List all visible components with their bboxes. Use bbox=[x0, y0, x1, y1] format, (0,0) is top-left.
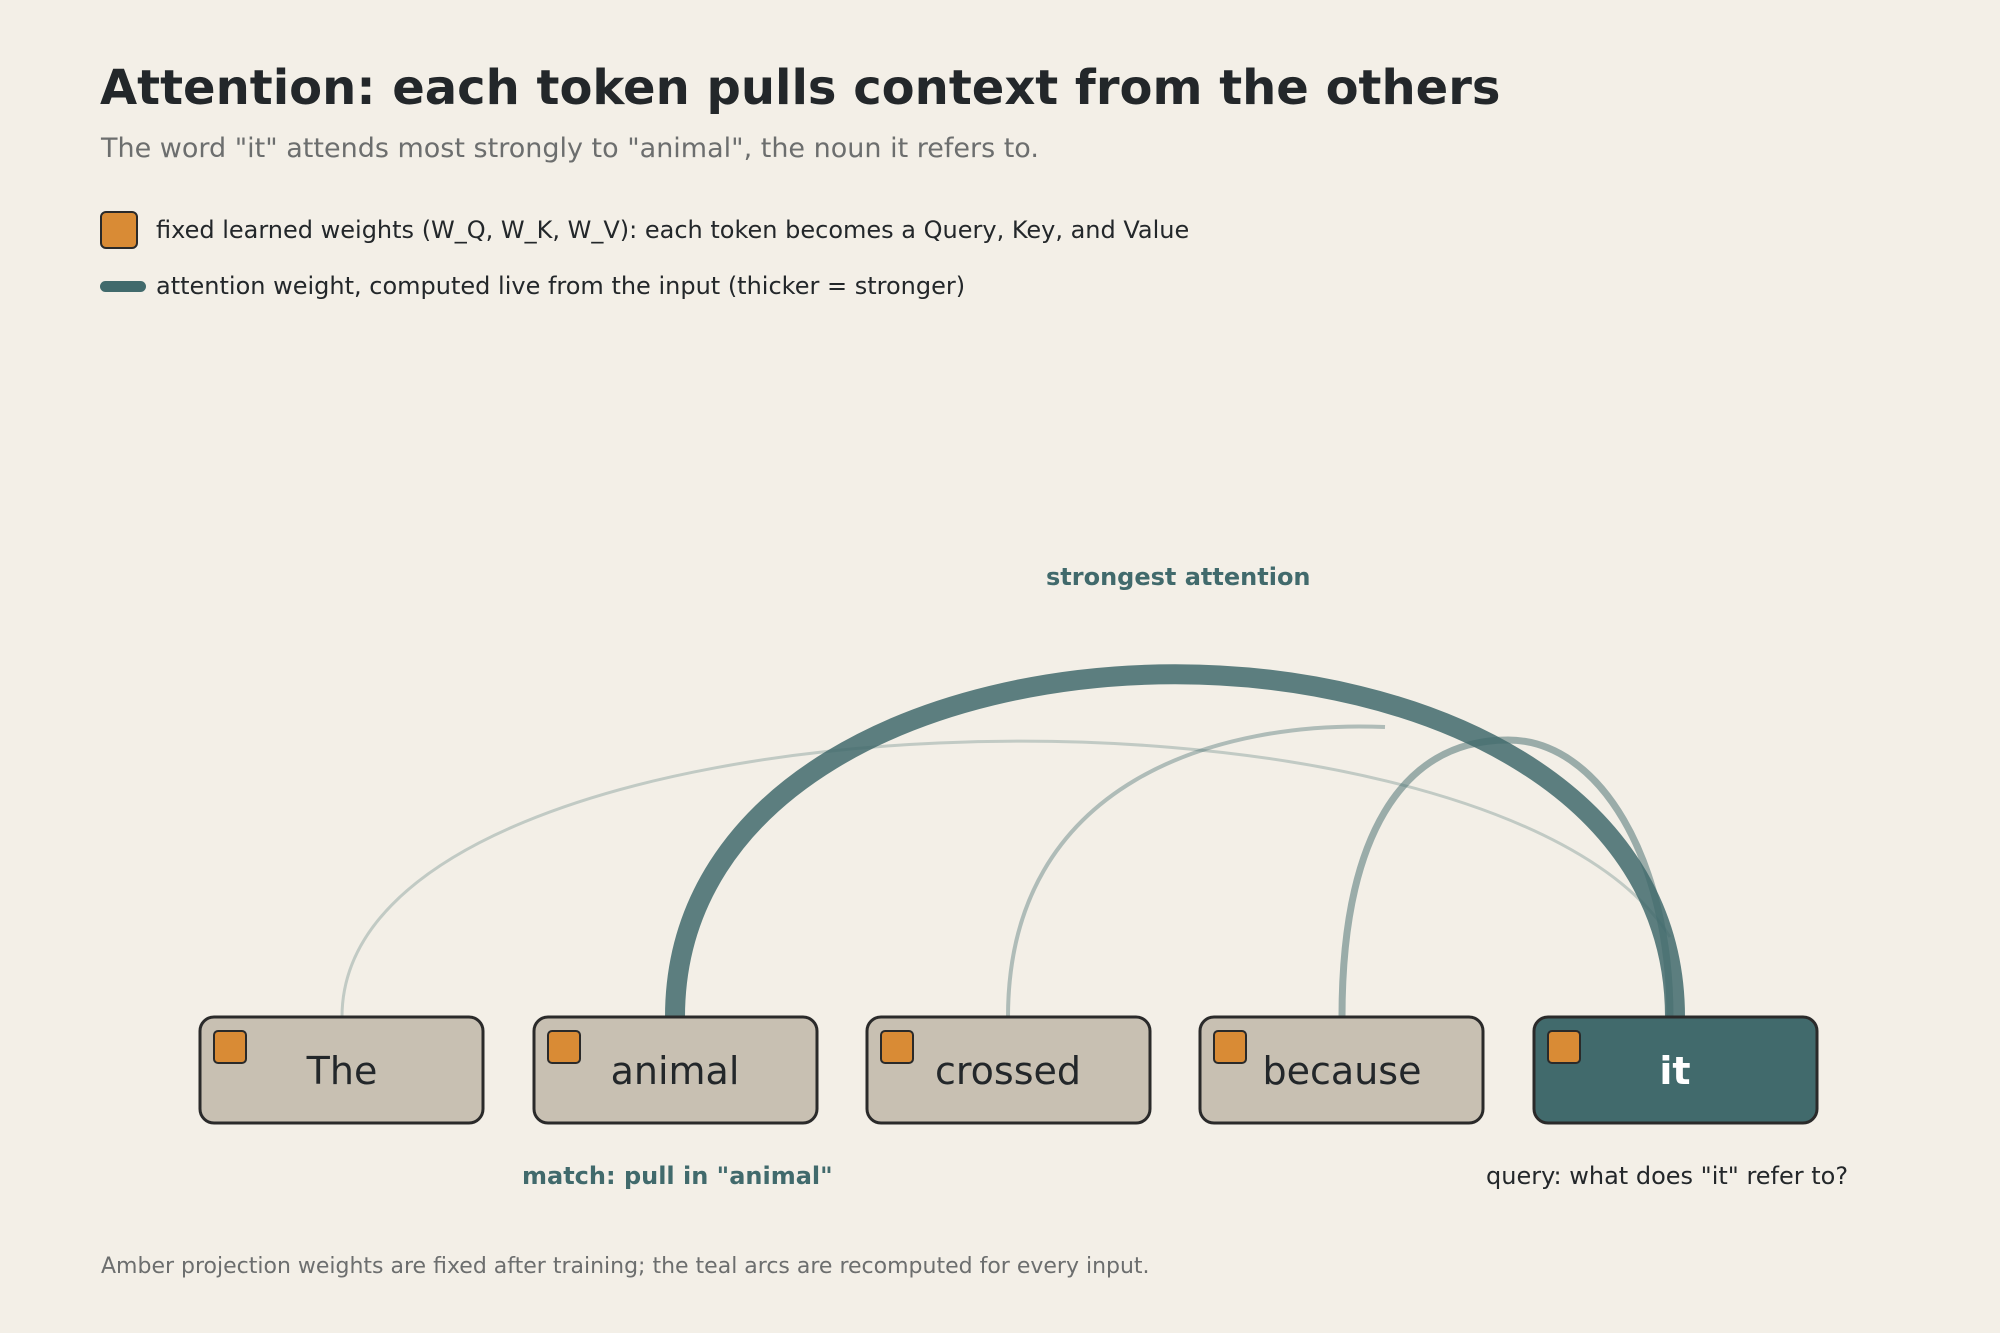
weight-icon bbox=[547, 1030, 581, 1064]
footnote: Amber projection weights are fixed after… bbox=[101, 1254, 1150, 1279]
token-because: because bbox=[1198, 1015, 1485, 1125]
legend-attention: attention weight, computed live from the… bbox=[100, 266, 965, 306]
token-label-it: it bbox=[1659, 1049, 1690, 1093]
weight-icon bbox=[213, 1030, 247, 1064]
page-title: Attention: each token pulls context from… bbox=[100, 60, 1501, 116]
weight-icon bbox=[1213, 1030, 1247, 1064]
arc-it-to-animal bbox=[665, 664, 1685, 1018]
legend-weights-label: fixed learned weights (W_Q, W_K, W_V): e… bbox=[156, 216, 1190, 244]
arc-it-to-the bbox=[340, 739, 1672, 1018]
strongest-attention-label: strongest attention bbox=[1046, 563, 1311, 591]
weight-icon bbox=[880, 1030, 914, 1064]
attention-arcs bbox=[340, 664, 1685, 1018]
arc-it-to-crossed bbox=[1006, 724, 1386, 1018]
weight-icon bbox=[1547, 1030, 1581, 1064]
token-crossed: crossed bbox=[865, 1015, 1152, 1125]
amber-weight-swatch-icon bbox=[100, 211, 138, 249]
token-label-the: The bbox=[306, 1049, 378, 1093]
subtitle: The word "it" attends most strongly to "… bbox=[101, 133, 1039, 164]
teal-arc-swatch-icon bbox=[100, 280, 146, 292]
token-animal: animal bbox=[532, 1015, 819, 1125]
token-label-because: because bbox=[1263, 1049, 1422, 1093]
match-label: match: pull in "animal" bbox=[522, 1162, 833, 1190]
token-it-query: it bbox=[1532, 1015, 1819, 1125]
token-label-crossed: crossed bbox=[935, 1049, 1081, 1093]
query-label: query: what does "it" refer to? bbox=[1486, 1162, 1849, 1190]
token-the: The bbox=[198, 1015, 485, 1125]
legend-weights: fixed learned weights (W_Q, W_K, W_V): e… bbox=[100, 210, 1189, 250]
token-label-animal: animal bbox=[611, 1049, 740, 1093]
legend-attention-label: attention weight, computed live from the… bbox=[156, 272, 966, 300]
